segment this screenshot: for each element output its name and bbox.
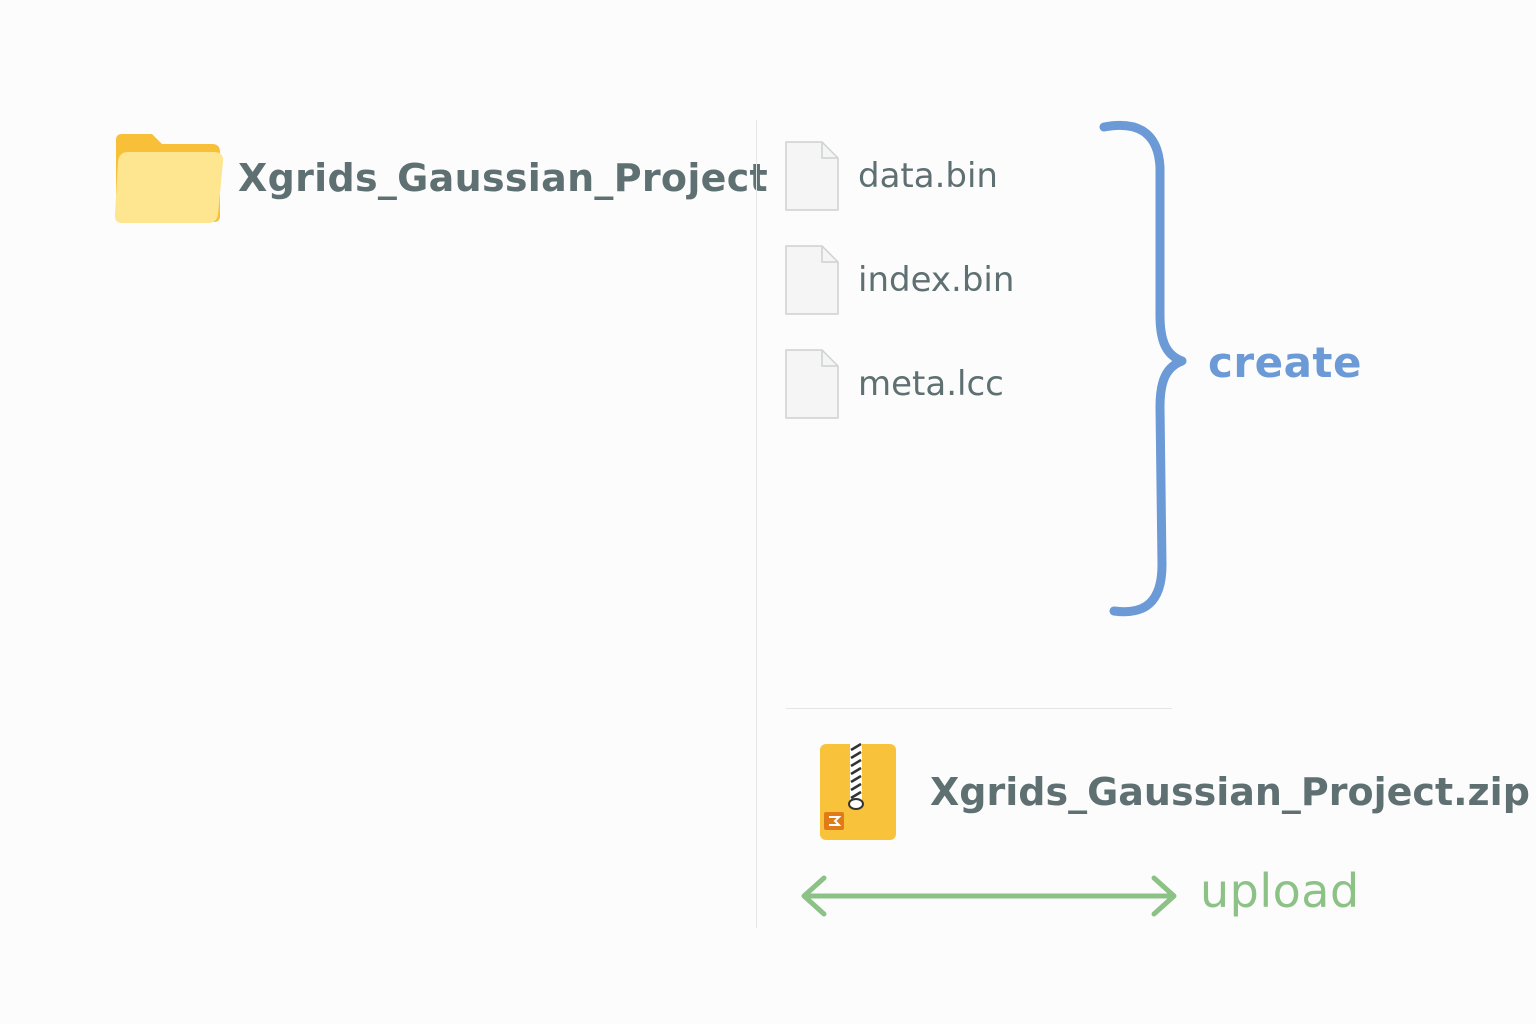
file-name: data.bin [858, 156, 998, 196]
file-item-data-bin[interactable]: data.bin [784, 140, 998, 212]
file-item-meta-lcc[interactable]: meta.lcc [784, 348, 1004, 420]
folder-icon [114, 134, 224, 223]
file-name: meta.lcc [858, 364, 1004, 404]
file-icon [785, 141, 839, 211]
curly-brace-icon [1099, 120, 1187, 617]
horizontal-divider [786, 708, 1172, 709]
double-arrow-icon [801, 875, 1177, 917]
zip-file-name: Xgrids_Gaussian_Project.zip [930, 770, 1530, 814]
create-label: create [1208, 338, 1362, 387]
file-icon [785, 245, 839, 315]
vertical-divider [756, 120, 757, 928]
project-folder[interactable]: Xgrids_Gaussian_Project [112, 130, 768, 226]
file-name: index.bin [858, 260, 1015, 300]
file-item-index-bin[interactable]: index.bin [784, 244, 1014, 316]
zip-archive-icon [820, 742, 896, 840]
upload-label: upload [1200, 864, 1360, 918]
zip-archive[interactable]: Xgrids_Gaussian_Project.zip [818, 742, 1530, 842]
file-icon [785, 349, 839, 419]
project-folder-name: Xgrids_Gaussian_Project [238, 156, 769, 200]
